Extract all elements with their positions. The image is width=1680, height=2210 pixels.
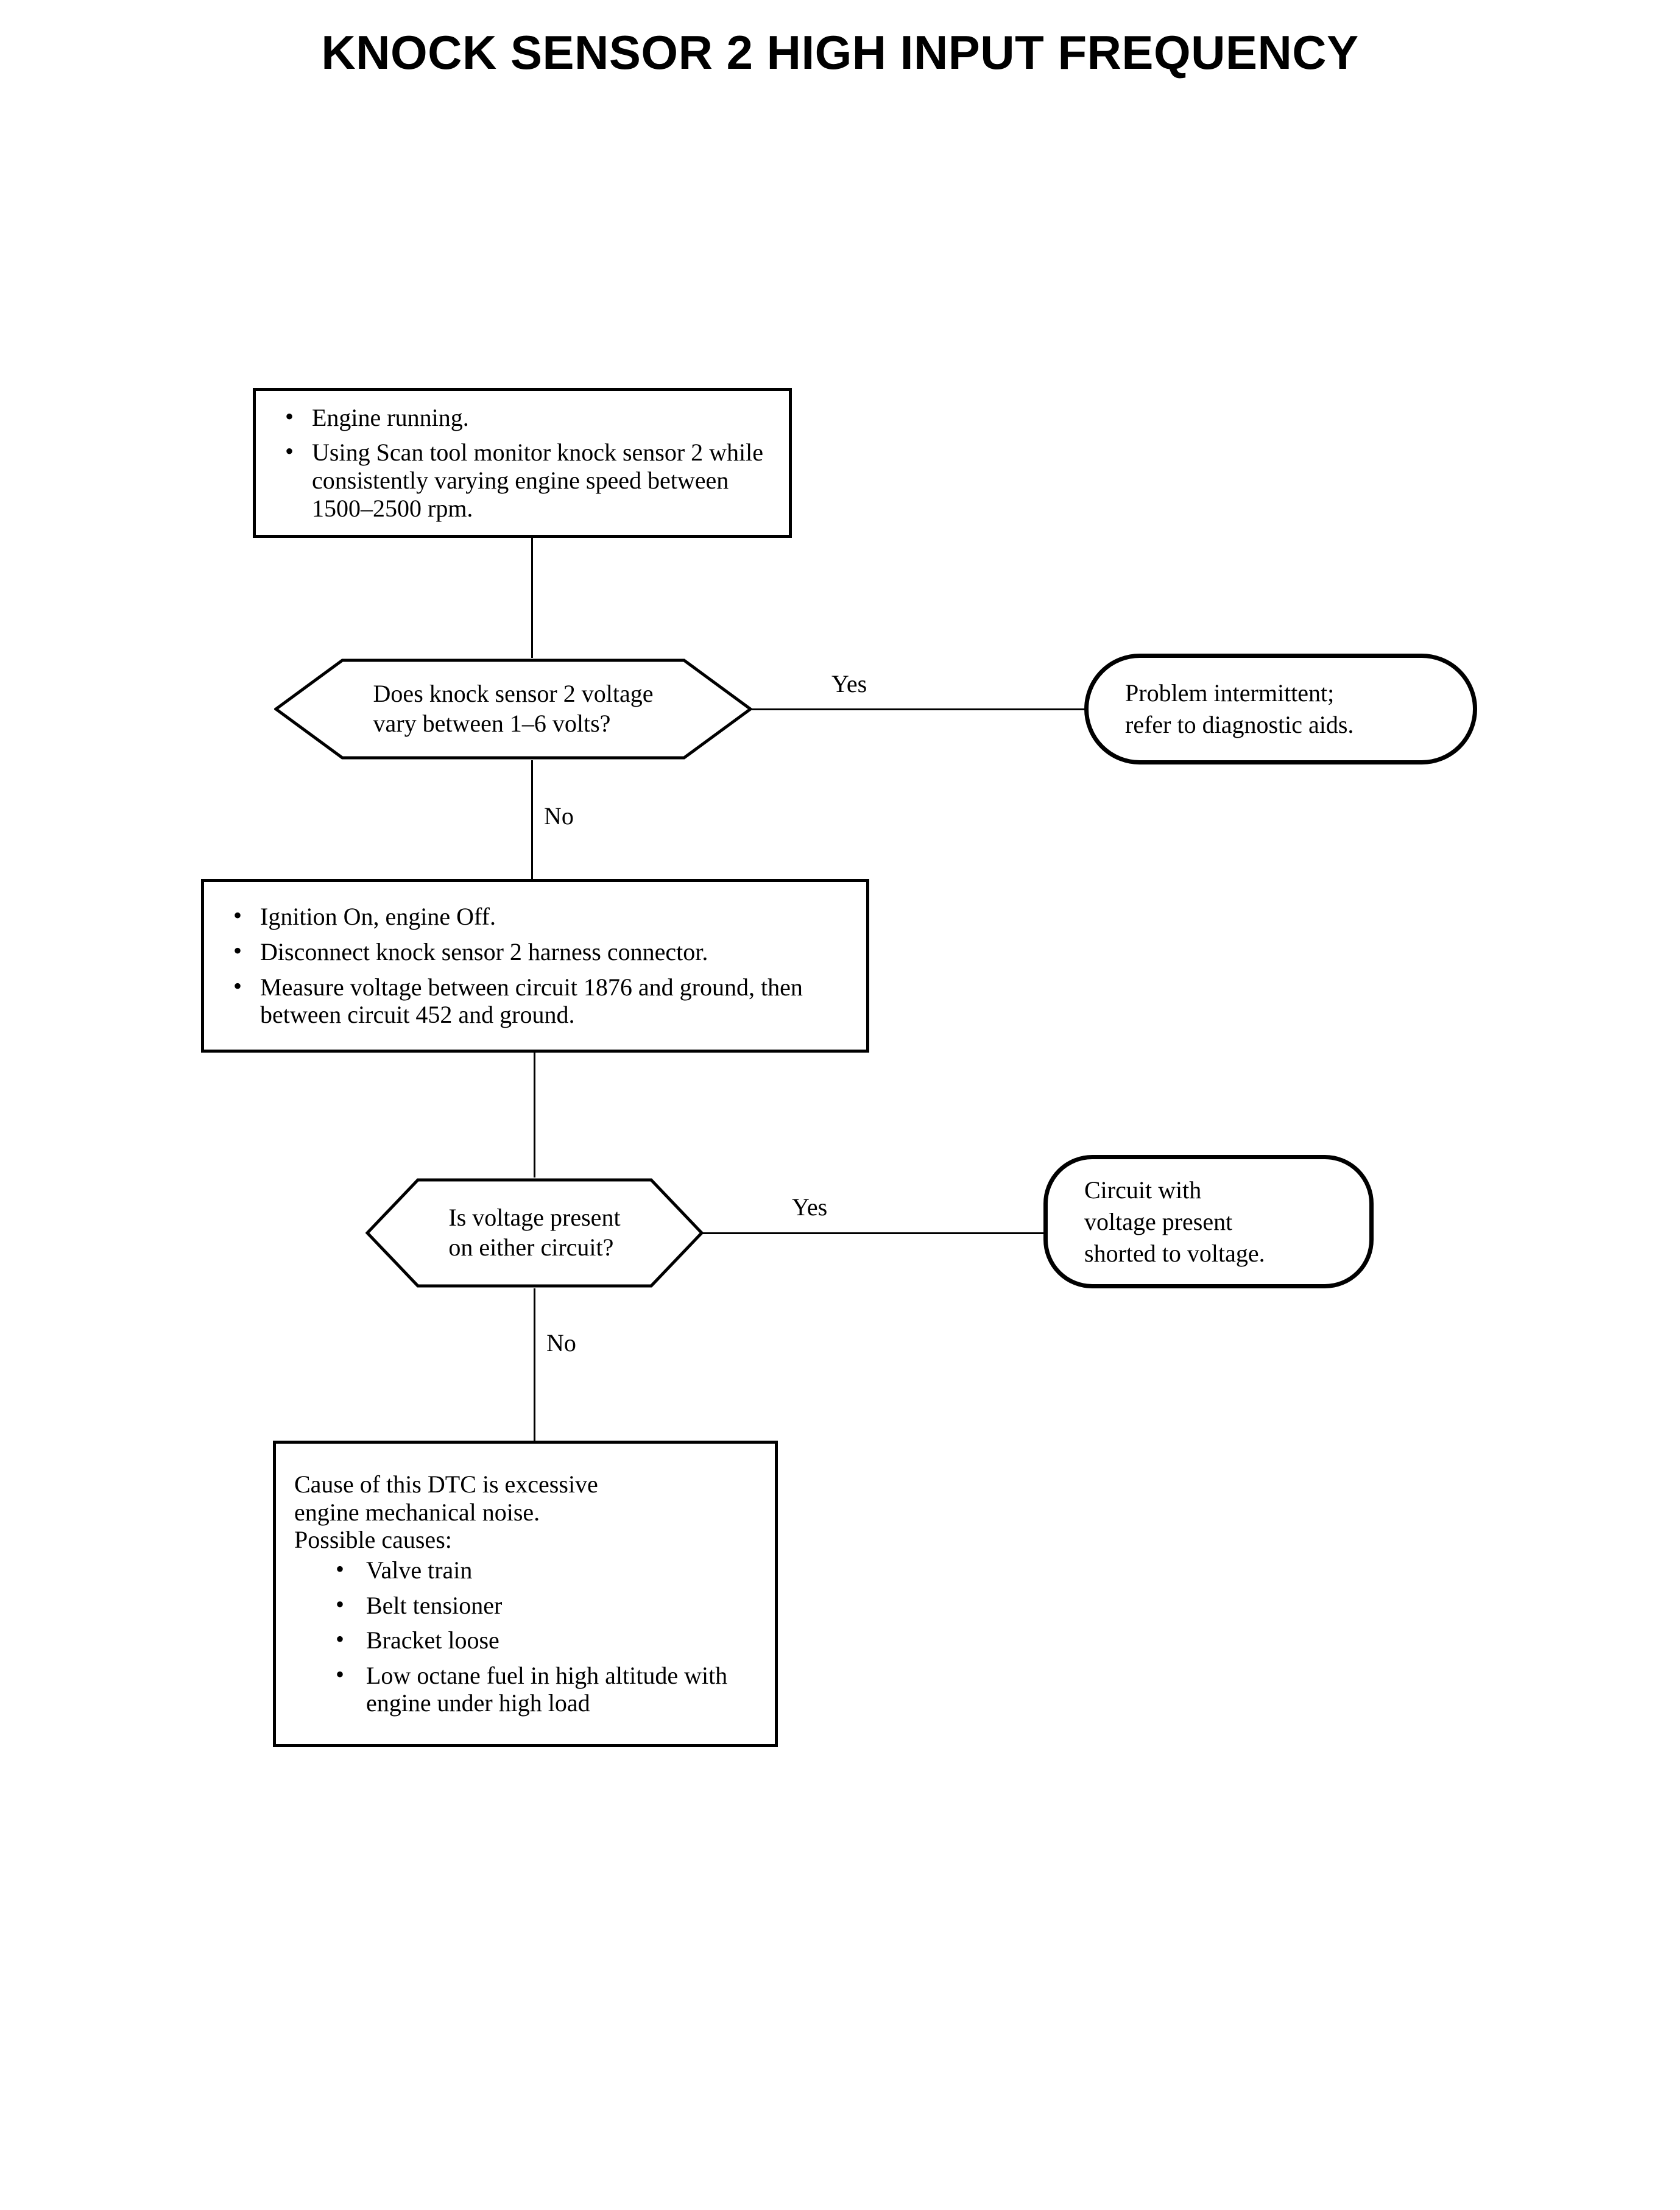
decision-hexagon-2: Is voltage present on either circuit? xyxy=(365,1177,704,1288)
process-box-step1: Engine running. Using Scan tool monitor … xyxy=(253,388,792,538)
decision-hexagon-1-lines: Does knock sensor 2 voltage vary between… xyxy=(373,679,654,739)
page-title: KNOCK SENSOR 2 HIGH INPUT FREQUENCY xyxy=(321,26,1359,79)
decision-hexagon-2-line1: Is voltage present xyxy=(448,1204,621,1232)
connector-step1-to-decision1 xyxy=(531,538,533,658)
terminator-1-line2: refer to diagnostic aids. xyxy=(1125,711,1354,738)
list-item: Measure voltage between circuit 1876 and… xyxy=(215,972,855,1029)
list-item: Belt tensioner xyxy=(294,1590,764,1620)
list-item: Bracket loose xyxy=(294,1625,764,1654)
terminator-shorted-to-voltage: Circuit with voltage present shorted to … xyxy=(1043,1155,1374,1288)
decision-hexagon-2-line2: on either circuit? xyxy=(448,1234,614,1261)
branch-label-decision2-no: No xyxy=(546,1329,576,1357)
hexagon-outline-icon xyxy=(365,1178,704,1288)
step3-lead-line1: Cause of this DTC is excessive xyxy=(294,1470,598,1499)
list-item: Using Scan tool monitor knock sensor 2 w… xyxy=(267,437,778,522)
connector-decision2-no xyxy=(534,1288,535,1441)
branch-label-decision2-yes: Yes xyxy=(792,1193,828,1221)
connector-step2-to-decision2 xyxy=(534,1053,535,1177)
decision-hexagon-2-lines: Is voltage present on either circuit? xyxy=(448,1203,620,1263)
list-item: Valve train xyxy=(294,1555,764,1584)
branch-label-decision1-yes: Yes xyxy=(831,670,867,697)
list-item: Low octane fuel in high altitude with en… xyxy=(294,1661,764,1717)
terminator-2-line1: Circuit with xyxy=(1084,1176,1202,1204)
process-box-step2-content: Ignition On, engine Off. Disconnect knoc… xyxy=(204,902,866,1029)
decision-hexagon-1: Does knock sensor 2 voltage vary between… xyxy=(274,658,752,760)
list-item: Engine running. xyxy=(267,403,778,432)
process-box-step2: Ignition On, engine Off. Disconnect knoc… xyxy=(201,879,869,1053)
list-item: Disconnect knock sensor 2 harness connec… xyxy=(215,937,855,966)
decision-hexagon-1-line2: vary between 1–6 volts? xyxy=(373,710,611,737)
terminator-shorted-to-voltage-text: Circuit with voltage present shorted to … xyxy=(1048,1174,1369,1269)
terminator-2-line3: shorted to voltage. xyxy=(1084,1239,1265,1267)
process-box-step3: Cause of this DTC is excessive engine me… xyxy=(273,1441,778,1747)
bullet-list-step1: Engine running. Using Scan tool monitor … xyxy=(267,403,778,522)
hexagon-outline-icon xyxy=(274,658,752,760)
list-item: Ignition On, engine Off. xyxy=(215,902,855,931)
decision-hexagon-1-text: Does knock sensor 2 voltage vary between… xyxy=(274,658,752,760)
terminator-2-line2: voltage present xyxy=(1084,1207,1233,1235)
connector-decision1-no xyxy=(531,760,533,879)
branch-label-decision1-no: No xyxy=(544,802,574,830)
terminator-1-line1: Problem intermittent; xyxy=(1125,679,1335,707)
step3-lead-line2: engine mechanical noise. xyxy=(294,1498,540,1526)
process-box-step1-content: Engine running. Using Scan tool monitor … xyxy=(256,403,789,522)
step3-lead-line3: Possible causes: xyxy=(294,1526,452,1554)
bullet-list-step2: Ignition On, engine Off. Disconnect knoc… xyxy=(215,902,855,1029)
decision-hexagon-1-line1: Does knock sensor 2 voltage xyxy=(373,680,654,708)
connector-decision2-yes xyxy=(702,1232,1045,1234)
process-box-step3-content: Cause of this DTC is excessive engine me… xyxy=(276,1470,775,1717)
terminator-problem-intermittent-text: Problem intermittent; refer to diagnosti… xyxy=(1089,677,1473,741)
decision-hexagon-2-text: Is voltage present on either circuit? xyxy=(365,1177,704,1288)
bullet-list-step3-causes: Valve train Belt tensioner Bracket loose… xyxy=(294,1555,764,1717)
connector-decision1-yes xyxy=(751,708,1085,710)
terminator-problem-intermittent: Problem intermittent; refer to diagnosti… xyxy=(1084,654,1477,764)
